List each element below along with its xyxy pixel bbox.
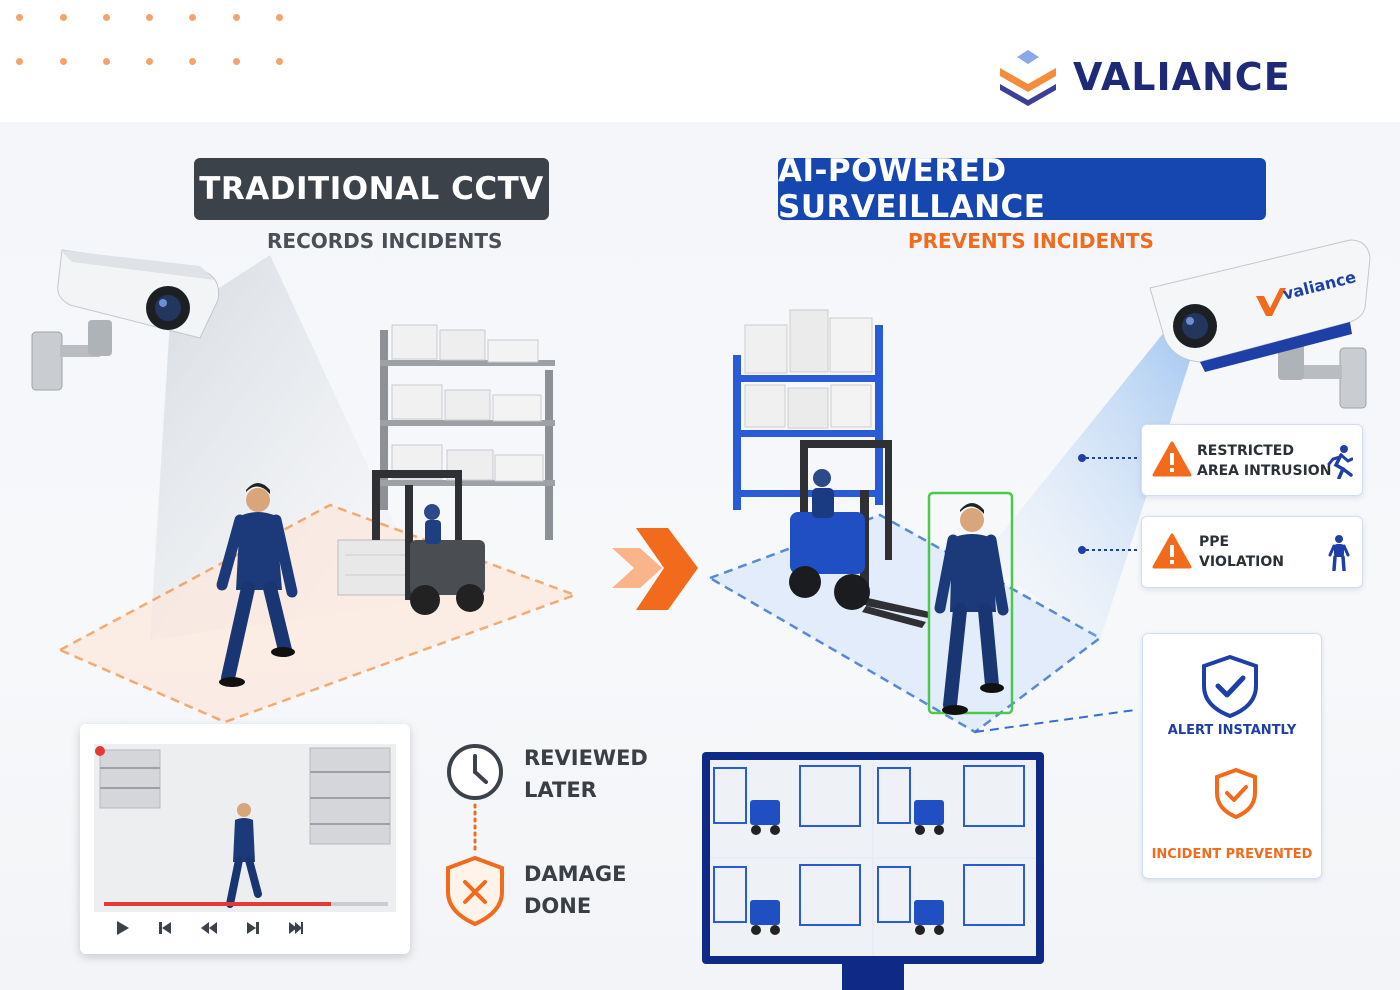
- shield-x-icon: [446, 855, 504, 927]
- camera-left: [31, 249, 220, 391]
- forklift-right: [789, 440, 930, 628]
- clock-icon: [447, 744, 503, 800]
- arrow-chevrons: [612, 528, 698, 610]
- zone-left: [57, 503, 579, 724]
- status-incident-prevented: INCIDENT PREVENTED: [1151, 847, 1313, 862]
- title-ai-surveillance: AI-POWERED SURVEILLANCE: [778, 153, 1266, 225]
- skip-back-icon[interactable]: [157, 920, 173, 936]
- step-damage-line2: DONE: [524, 894, 592, 918]
- warning-icon: [1152, 533, 1192, 569]
- forklift-left: [337, 470, 485, 615]
- title-traditional-cctv: TRADITIONAL CCTV: [194, 158, 549, 220]
- record-indicator: [95, 746, 105, 756]
- alert-connectors: [1078, 454, 1140, 554]
- alert-card-ppe-violation[interactable]: PPE VIOLATION: [1141, 516, 1363, 588]
- detection-box: [927, 491, 1014, 715]
- subtitle-prevents-incidents: PREVENTS INCIDENTS: [908, 229, 1154, 253]
- monitor-screen: [710, 760, 1036, 956]
- alert-ppe-line2: VIOLATION: [1199, 554, 1284, 570]
- running-person-icon: [1327, 445, 1353, 479]
- rewind-icon[interactable]: [200, 920, 218, 936]
- status-card: ALERT INSTANTLY INCIDENT PREVENTED: [1142, 633, 1322, 879]
- monitor: [702, 752, 1044, 964]
- fast-forward-icon[interactable]: [288, 920, 304, 936]
- alert-restricted-line1: RESTRICTED: [1197, 443, 1294, 459]
- step-damage-done: DAMAGE DONE: [524, 858, 626, 922]
- step-damage-line1: DAMAGE: [524, 862, 627, 886]
- play-icon[interactable]: [114, 920, 130, 936]
- subtitle-records-incidents: RECORDS INCIDENTS: [267, 229, 503, 253]
- video-frame: [94, 744, 396, 912]
- alert-ppe-line1: PPE: [1199, 534, 1230, 550]
- alert-card-restricted-area[interactable]: RESTRICTED AREA INTRUSION: [1141, 424, 1363, 496]
- logo-mark-icon: [1000, 50, 1056, 106]
- monitor-stand: [842, 964, 904, 990]
- worker-left: [216, 483, 298, 687]
- shelf-right: [733, 309, 883, 510]
- progress-fill: [104, 902, 332, 906]
- step-reviewed-line2: LATER: [524, 778, 597, 802]
- warning-icon: [1152, 441, 1192, 477]
- brand-logo: VALIANCE: [995, 48, 1291, 106]
- decorative-dots: [16, 10, 296, 70]
- logo-text: VALIANCE: [1073, 55, 1291, 99]
- alert-restricted-line2: AREA INTRUSION: [1197, 463, 1332, 479]
- video-player: [80, 724, 410, 954]
- worker-right: [927, 491, 1014, 715]
- shield-check-icon: [1202, 654, 1258, 718]
- player-controls: [114, 920, 304, 936]
- shield-check-orange-icon: [1215, 767, 1257, 819]
- standing-person-icon: [1328, 535, 1350, 571]
- status-alert-instantly: ALERT INSTANTLY: [1167, 723, 1297, 738]
- step-reviewed-line1: REVIEWED: [524, 746, 648, 770]
- step-reviewed-later: REVIEWED LATER: [524, 742, 648, 806]
- skip-forward-icon[interactable]: [245, 920, 261, 936]
- progress-track[interactable]: [104, 902, 388, 906]
- camera-right: [1149, 239, 1371, 409]
- camera-grid: [710, 760, 1036, 956]
- camera-beam-right: [980, 325, 1195, 640]
